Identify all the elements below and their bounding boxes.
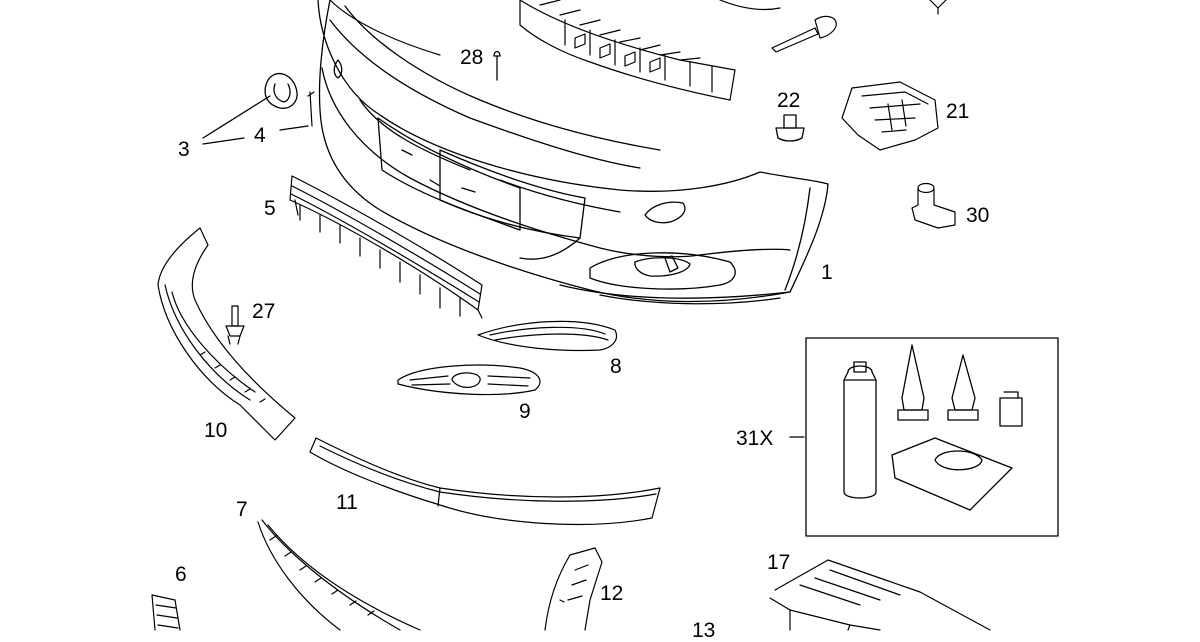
label-part-10: 10 [204, 419, 228, 442]
label-part-12: 12 [600, 582, 624, 605]
bracket-part-21 [841, 81, 939, 151]
clip-top-right [929, 0, 947, 15]
rivet-part [771, 15, 837, 53]
label-part-28: 28 [460, 46, 484, 69]
label-part-5: 5 [264, 197, 276, 220]
tow-cap-part-3 [264, 72, 298, 109]
label-part-1: 1 [821, 261, 833, 284]
label-part-8: 8 [610, 355, 622, 378]
undertray-part-17 [769, 559, 991, 631]
repair-kit-part-31x [789, 337, 1059, 537]
strip-part-11 [309, 437, 661, 526]
bracket-part-12 [544, 547, 603, 631]
strip-part-10 [157, 227, 296, 441]
tow-cord-part-4 [307, 91, 315, 127]
label-part-17: 17 [767, 551, 791, 574]
label-part-21: 21 [946, 100, 970, 123]
label-part-4: 4 [254, 124, 266, 147]
label-part-6: 6 [175, 563, 187, 586]
cover-part-8 [477, 320, 618, 352]
label-part-30: 30 [966, 204, 990, 227]
trim-part-7 [257, 519, 421, 631]
label-part-31x: 31X [736, 427, 774, 450]
label-part-7: 7 [236, 498, 248, 521]
label-part-9: 9 [519, 400, 531, 423]
label-part-11: 11 [336, 491, 358, 514]
grille-part-5 [289, 175, 483, 319]
label-part-3: 3 [178, 138, 190, 161]
label-part-22: 22 [777, 89, 801, 112]
bumper-cover-part-1 [317, 0, 829, 305]
label-part-27: 27 [252, 300, 276, 323]
label-part-13: 13 [692, 619, 716, 642]
leader-lines [202, 95, 309, 145]
pin-part-28 [493, 50, 501, 81]
clip-part-27 [225, 305, 245, 345]
clip-part-30 [911, 182, 956, 229]
bumper-reinforcement [329, 0, 781, 101]
grille-part-6 [151, 594, 181, 631]
bolt-part-22 [775, 114, 805, 142]
cover-part-9 [397, 364, 541, 396]
